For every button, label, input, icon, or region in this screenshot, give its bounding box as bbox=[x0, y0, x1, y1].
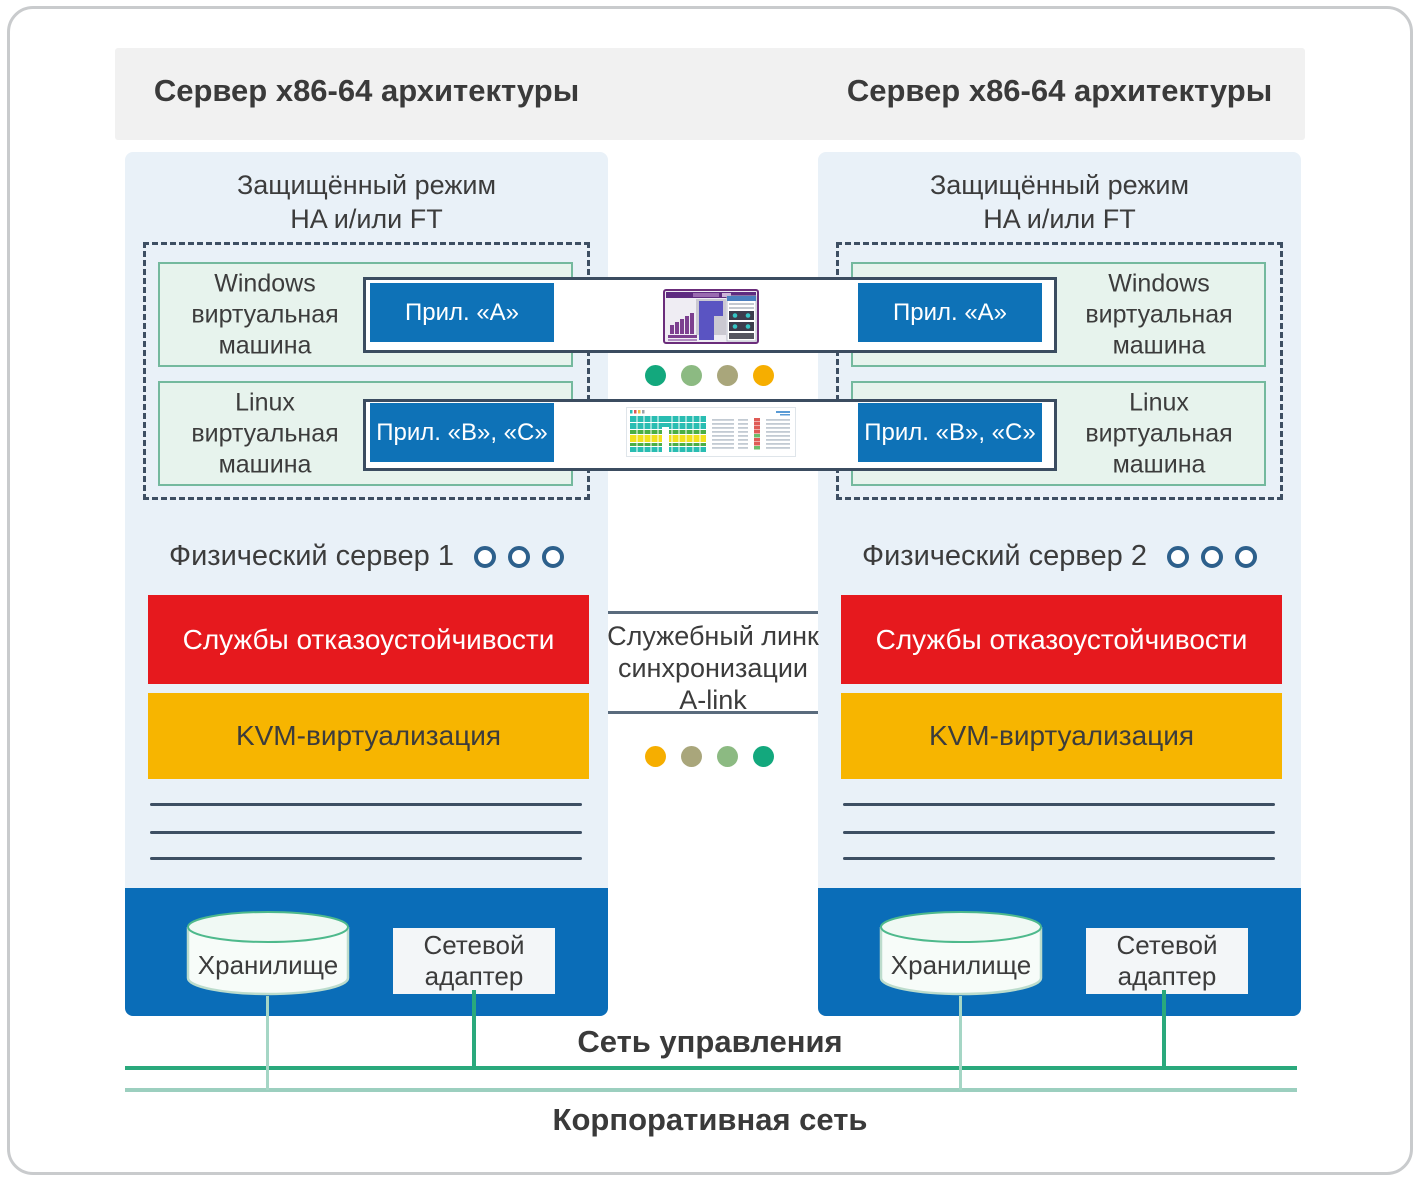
server1-ha-ft-dashed-box bbox=[143, 242, 590, 500]
alink-top-line bbox=[608, 611, 818, 614]
divider-line bbox=[150, 803, 582, 806]
status-dot bbox=[753, 365, 774, 386]
server2-windows-vm-label: Windows виртуальная машина bbox=[1085, 269, 1233, 359]
server2-network-adapter-box: Сетевой адаптер bbox=[1086, 928, 1248, 994]
storage-cylinder-icon bbox=[879, 911, 1043, 996]
server2-storage-label: Хранилище bbox=[890, 950, 1032, 980]
app-a-screenshot bbox=[663, 289, 759, 344]
server2-adapter-connector bbox=[1162, 990, 1166, 1068]
app-a-screenshot-image bbox=[663, 289, 759, 344]
divider-line bbox=[843, 857, 1275, 860]
server1-network-adapter-box: Сетевой адаптер bbox=[393, 928, 555, 994]
status-dot bbox=[681, 746, 702, 767]
server1-storage-cylinder: Хранилище bbox=[183, 908, 353, 1002]
divider-line bbox=[150, 831, 582, 834]
server2-storage-connector bbox=[959, 996, 962, 1090]
server1-app-bc-box: Прил. «B», «C» bbox=[370, 403, 554, 462]
alink-label: Служебный линк синхронизации A-link bbox=[607, 621, 819, 715]
divider-line bbox=[150, 857, 582, 860]
server1-physical-server-row: Физический сервер 1 bbox=[125, 540, 608, 573]
servers-header-bar bbox=[115, 48, 1305, 140]
ring-icon bbox=[1166, 545, 1189, 568]
ring-icon bbox=[507, 545, 530, 568]
server2-physical-server-title: Физический сервер 2 bbox=[862, 540, 1147, 572]
outer-frame bbox=[7, 6, 1413, 1175]
ring-icon bbox=[541, 545, 564, 568]
server1-hardware-section: Хранилище Сетевой адаптер bbox=[125, 888, 608, 1016]
server2-linux-vm-label: Linux виртуальная машина bbox=[1085, 388, 1233, 478]
server1-linux-vm-label: Linux виртуальная машина bbox=[191, 388, 339, 478]
server2-header-title: Сервер x86-64 архитектуры bbox=[846, 73, 1273, 108]
storage-cylinder-icon bbox=[186, 911, 350, 996]
app-bc-screenshot bbox=[626, 407, 796, 457]
divider-line bbox=[843, 803, 1275, 806]
divider-line bbox=[843, 831, 1275, 834]
server1-failover-services-bar: Службы отказоустойчивости bbox=[148, 595, 589, 684]
status-dot bbox=[753, 746, 774, 767]
corporate-network-label: Корпоративная сеть bbox=[552, 1102, 868, 1137]
server1-windows-vm-label: Windows виртуальная машина bbox=[191, 269, 339, 359]
status-dot bbox=[645, 746, 666, 767]
management-network-line bbox=[125, 1066, 1297, 1070]
ring-icon bbox=[1200, 545, 1223, 568]
server1-protected-mode-title: Защищённый режим HA и/или FT bbox=[236, 170, 497, 234]
alink-bottom-line bbox=[608, 711, 818, 714]
status-dot bbox=[717, 746, 738, 767]
server2-storage-cylinder: Хранилище bbox=[876, 908, 1046, 1002]
management-network-label: Сеть управления bbox=[577, 1024, 843, 1059]
ring-icon bbox=[1234, 545, 1257, 568]
server1-storage-connector bbox=[266, 996, 269, 1090]
status-dot bbox=[645, 365, 666, 386]
corporate-network-line bbox=[125, 1088, 1297, 1092]
sync-dots-top bbox=[645, 365, 774, 386]
server2-app-a-box: Прил. «А» bbox=[858, 283, 1042, 342]
server2-ha-ft-dashed-box bbox=[836, 242, 1283, 500]
server1-adapter-connector bbox=[472, 990, 476, 1068]
server1-app-a-box: Прил. «А» bbox=[370, 283, 554, 342]
server2-kvm-bar: KVM-виртуализация bbox=[841, 693, 1282, 779]
server2-app-bc-box: Прил. «B», «C» bbox=[858, 403, 1042, 462]
server2-hardware-section: Хранилище Сетевой адаптер bbox=[818, 888, 1301, 1016]
sync-dots-bottom bbox=[645, 746, 774, 767]
server2-failover-services-bar: Службы отказоустойчивости bbox=[841, 595, 1282, 684]
server1-kvm-bar: KVM-виртуализация bbox=[148, 693, 589, 779]
server1-header-title: Сервер x86-64 архитектуры bbox=[153, 73, 580, 108]
server2-protected-mode-title: Защищённый режим HA и/или FT bbox=[929, 170, 1190, 234]
ring-icon bbox=[473, 545, 496, 568]
status-dot bbox=[717, 365, 738, 386]
server1-physical-server-title: Физический сервер 1 bbox=[169, 540, 454, 572]
server2-status-rings bbox=[1166, 545, 1257, 568]
status-dot bbox=[681, 365, 702, 386]
app-bc-screenshot-image bbox=[626, 407, 796, 457]
server2-physical-server-row: Физический сервер 2 bbox=[818, 540, 1301, 573]
server1-storage-label: Хранилище bbox=[197, 950, 339, 980]
server1-status-rings bbox=[473, 545, 564, 568]
